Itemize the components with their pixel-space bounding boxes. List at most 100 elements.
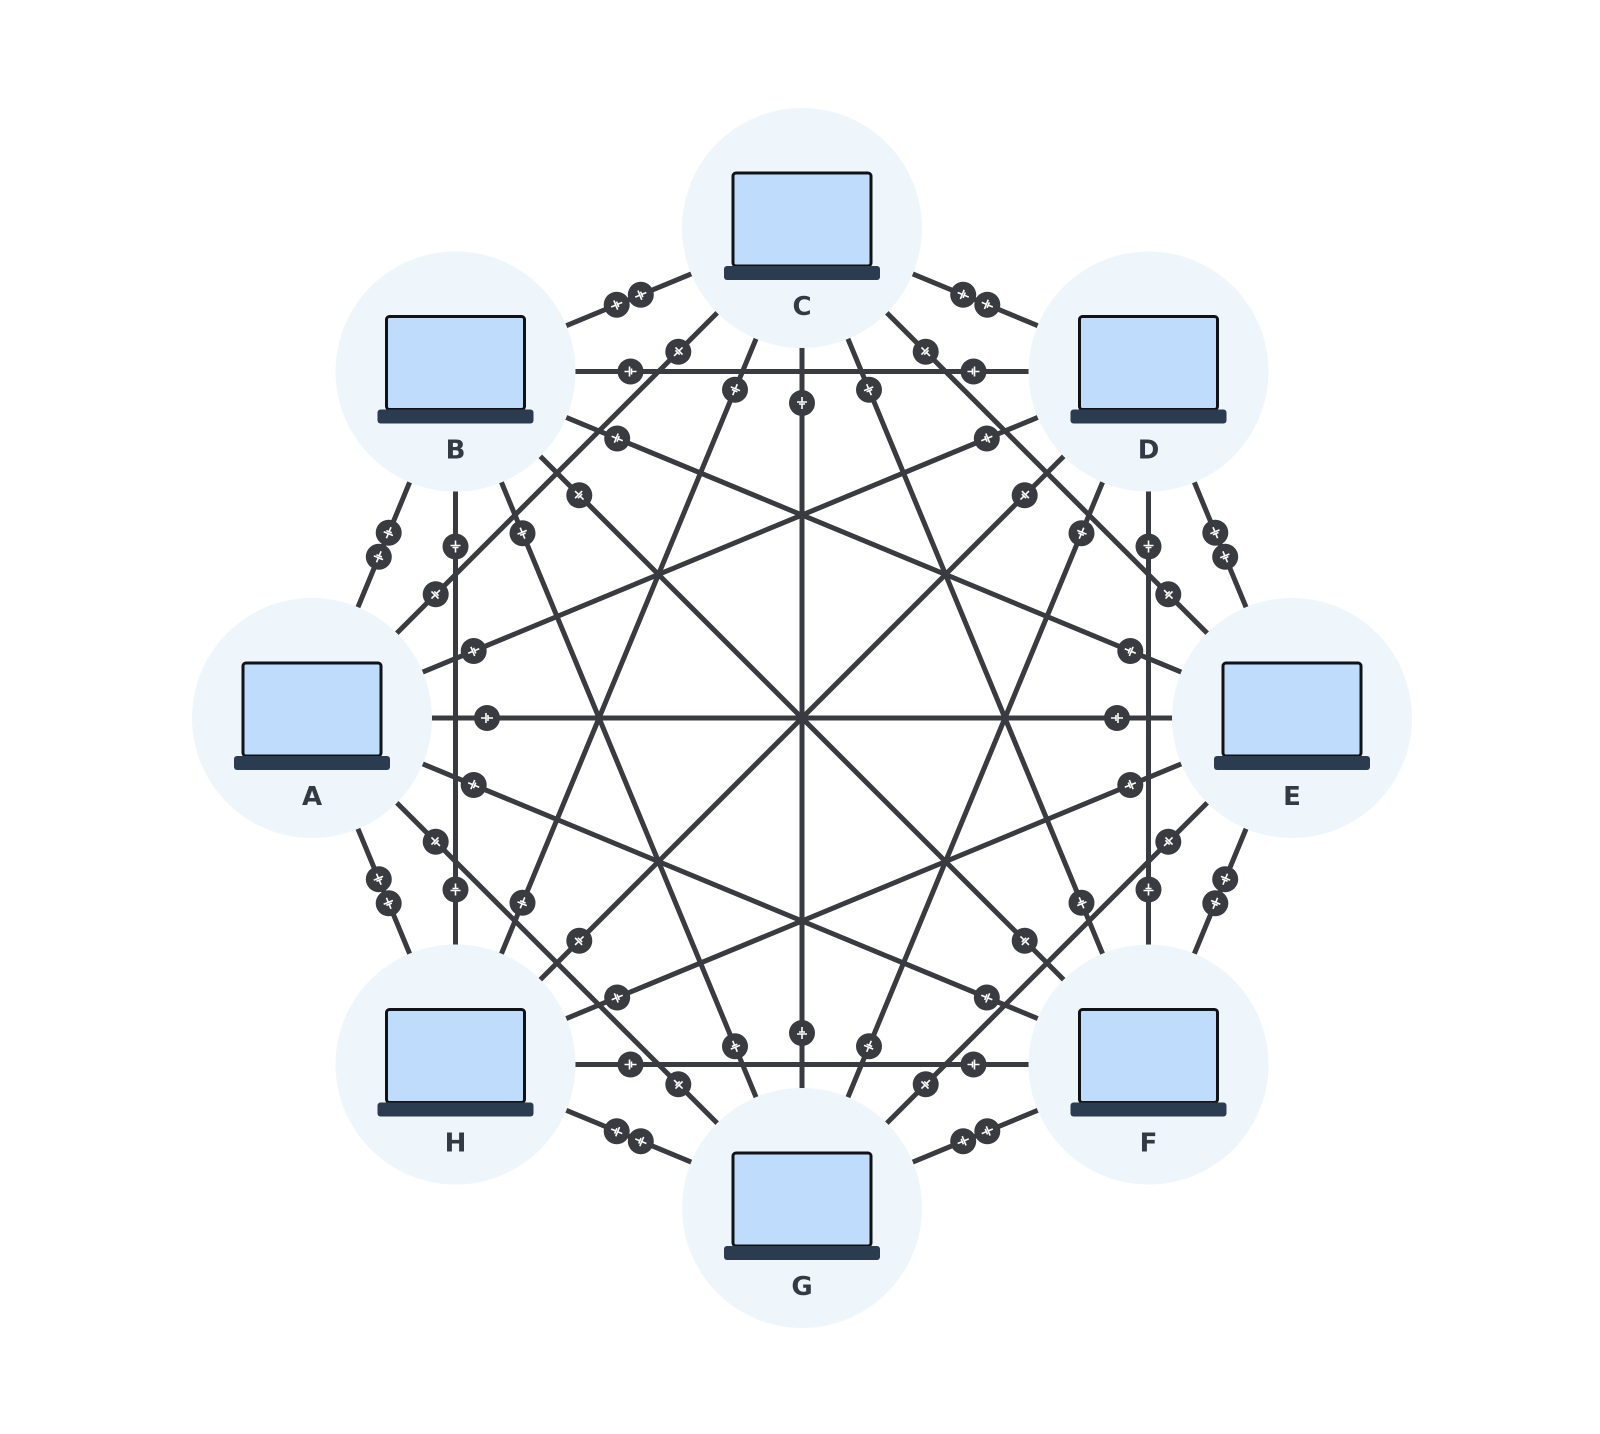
plug-e-g-end	[912, 1071, 939, 1098]
node-g: G	[682, 1088, 922, 1328]
plug-a-e-end	[1104, 705, 1130, 731]
plug-a-b-a	[365, 543, 392, 570]
plug-b-d-start	[617, 358, 644, 385]
plug-b-f-end	[1011, 927, 1038, 954]
plug-g-h-a	[627, 1128, 654, 1155]
plug-b-e-start	[604, 425, 631, 452]
plugs-layer	[365, 281, 1239, 1155]
plug-b-c-b	[627, 281, 654, 308]
laptop-icon	[377, 1008, 534, 1117]
plug-f-h-end	[617, 1051, 644, 1078]
link-g-h	[563, 1107, 694, 1166]
link-a-h	[354, 826, 413, 957]
plug-e-h-start	[1117, 772, 1144, 798]
node-a: A	[192, 598, 432, 838]
node-h: H	[335, 944, 576, 1185]
node-label: G	[791, 1272, 812, 1302]
nodes-layer: A B C D E F G H	[192, 108, 1412, 1328]
plug-a-d-end	[973, 425, 1000, 452]
node-label: E	[1283, 782, 1301, 812]
plug-a-h-b	[375, 890, 402, 917]
plug-a-f-start	[460, 772, 487, 798]
plug-b-d-end	[960, 358, 987, 385]
link-c-d	[910, 270, 1041, 329]
laptop-icon	[234, 661, 390, 770]
link-c-h	[498, 336, 760, 957]
link-b-c	[563, 270, 694, 329]
node-label: B	[446, 436, 466, 466]
node-b: B	[335, 251, 576, 492]
plug-a-c-start	[422, 581, 449, 608]
plug-f-g-a	[974, 1118, 1001, 1145]
link-f-g	[910, 1107, 1041, 1166]
node-d: D	[1028, 251, 1269, 492]
link-b-g	[498, 479, 760, 1100]
plug-a-c-end	[665, 338, 692, 365]
links-layer	[354, 270, 1250, 1166]
node-label: C	[792, 292, 811, 322]
plug-c-e-start	[912, 338, 939, 365]
link-e-f	[1191, 826, 1250, 957]
plug-c-g-end	[789, 1020, 815, 1046]
plug-d-f-start	[1135, 533, 1162, 560]
plug-b-h-start	[442, 533, 469, 560]
plug-c-f-end	[1068, 889, 1095, 916]
node-f: F	[1028, 944, 1269, 1185]
plug-c-h-end	[509, 889, 536, 916]
link-a-d	[420, 414, 1041, 676]
plug-c-g-start	[789, 390, 815, 416]
plug-e-f-a	[1212, 866, 1239, 893]
plug-d-e-b	[1212, 543, 1239, 570]
laptop-icon	[1070, 315, 1227, 424]
plug-a-g-end	[665, 1071, 692, 1098]
plug-f-g-b	[950, 1128, 977, 1155]
link-d-e	[1191, 479, 1250, 610]
plug-e-h-end	[604, 984, 631, 1011]
link-e-h	[563, 760, 1184, 1022]
plug-d-h-end	[566, 927, 593, 954]
plug-d-h-start	[1011, 482, 1038, 509]
link-a-b	[354, 479, 413, 610]
node-label: A	[302, 782, 322, 812]
plug-b-e-end	[1117, 638, 1144, 664]
node-label: F	[1140, 1129, 1158, 1159]
link-b-e	[563, 414, 1184, 676]
plug-d-g-end	[856, 1033, 882, 1060]
node-e: E	[1172, 598, 1412, 838]
plug-a-h-a	[365, 866, 392, 893]
laptop-icon	[1214, 661, 1370, 770]
plug-b-f-start	[566, 482, 593, 509]
link-e-g	[883, 799, 1211, 1127]
plug-a-g-start	[422, 828, 449, 855]
link-d-h	[537, 453, 1067, 983]
plug-a-f-end	[973, 984, 1000, 1011]
plug-d-e-a	[1202, 519, 1229, 546]
plug-a-d-start	[460, 638, 487, 664]
plug-d-f-end	[1135, 876, 1162, 903]
node-label: H	[445, 1129, 467, 1159]
plug-b-c-a	[603, 291, 630, 318]
link-a-f	[420, 760, 1041, 1022]
plug-c-d-b	[974, 291, 1001, 318]
plug-a-b-b	[375, 519, 402, 546]
laptop-icon	[724, 1151, 880, 1260]
plug-c-d-a	[950, 281, 977, 308]
plug-f-h-start	[960, 1051, 987, 1078]
plug-c-e-end	[1155, 581, 1182, 608]
plug-b-g-start	[509, 520, 536, 547]
plug-d-g-start	[1068, 520, 1095, 547]
plug-c-h-start	[722, 376, 748, 403]
plug-g-h-b	[603, 1118, 630, 1145]
node-c: C	[682, 108, 922, 348]
node-label: D	[1138, 436, 1160, 466]
link-d-g	[844, 479, 1106, 1100]
plug-e-f-b	[1202, 890, 1229, 917]
laptop-icon	[377, 315, 534, 424]
plug-a-e-start	[474, 705, 500, 731]
laptop-icon	[724, 171, 880, 280]
link-c-f	[844, 336, 1106, 957]
plug-b-g-end	[722, 1033, 748, 1060]
plug-e-g-start	[1155, 828, 1182, 855]
plug-c-f-start	[856, 376, 882, 403]
